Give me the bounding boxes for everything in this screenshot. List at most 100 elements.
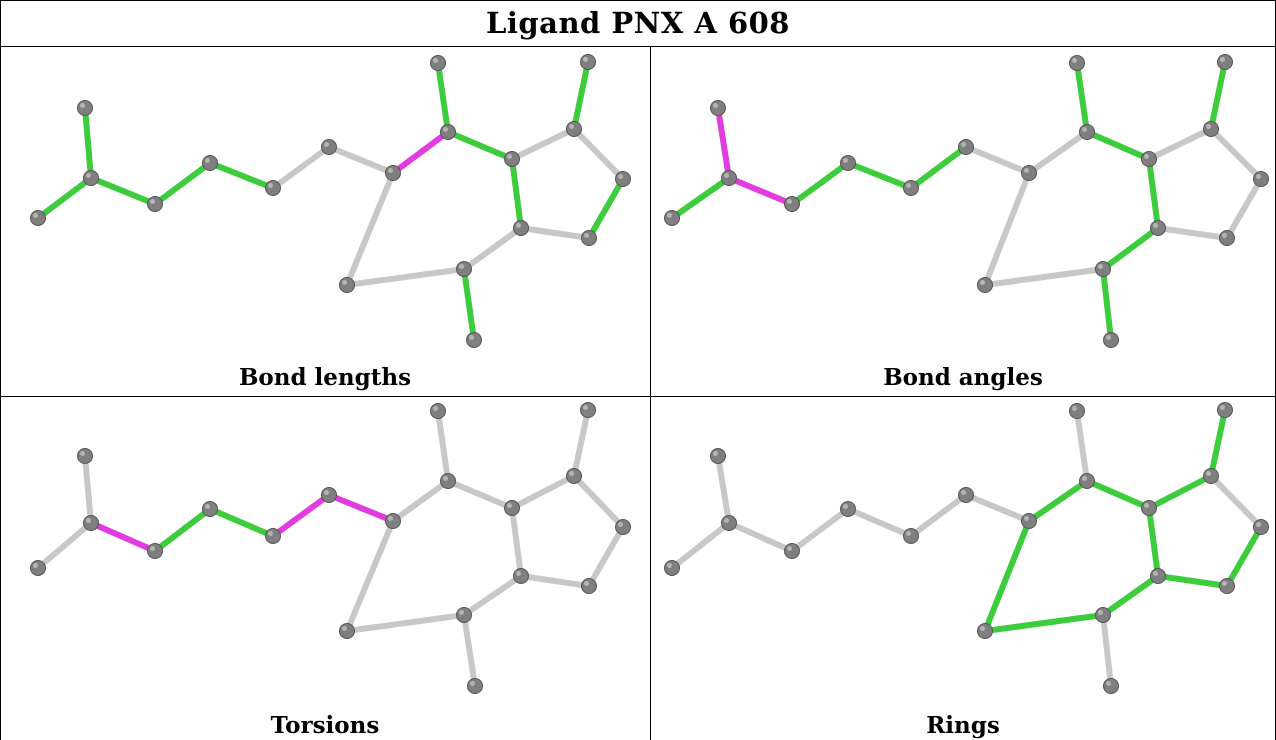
atom-18 (466, 332, 482, 348)
atom-highlight-14 (569, 471, 574, 476)
atom-highlight-1 (86, 173, 91, 178)
atom-highlight-16 (618, 522, 623, 527)
atom-highlight-3 (787, 199, 792, 204)
caption-torsions: Torsions (270, 711, 380, 739)
column-divider (650, 46, 651, 740)
atom-15 (580, 402, 596, 418)
atom-12 (1150, 568, 1166, 584)
atom-highlight-6 (324, 490, 329, 495)
atom-highlight-15 (583, 405, 588, 410)
bond-17-12 (1155, 225, 1230, 241)
atom-5 (265, 180, 281, 196)
atom-highlight-2 (713, 103, 718, 108)
bond-3-4 (789, 506, 851, 554)
atom-10 (1069, 403, 1085, 419)
atom-1 (721, 515, 737, 531)
atom-highlight-17 (584, 581, 589, 586)
bond-6-7 (326, 144, 396, 176)
atom-15 (1217, 402, 1233, 418)
atom-highlight-3 (787, 546, 792, 551)
atom-0 (664, 560, 680, 576)
atom-3 (147, 196, 163, 212)
bond-5-6 (270, 492, 332, 539)
atom-highlight-2 (80, 451, 85, 456)
panel-rings: Rings (651, 397, 1275, 740)
bond-14-16 (1208, 126, 1264, 182)
bond-7-9 (390, 478, 451, 524)
atom-highlight-13 (1098, 610, 1103, 615)
caption-bond-lengths: Bond lengths (238, 364, 412, 391)
bond-5-6 (908, 492, 969, 539)
atom-8 (977, 277, 993, 293)
atom-0 (30, 560, 46, 576)
bond-16-17 (1224, 524, 1264, 589)
bond-0-1 (35, 175, 94, 221)
atom-6 (321, 139, 337, 155)
bond-12-13 (461, 225, 524, 272)
bond-9-11 (445, 129, 515, 162)
atom-highlight-12 (516, 571, 521, 576)
atom-highlight-11 (1144, 503, 1149, 508)
bond-16-17 (586, 176, 626, 241)
atom-highlight-1 (724, 173, 729, 178)
bond-7-8 (344, 518, 396, 634)
atom-highlight-7 (1024, 168, 1029, 173)
atom-highlight-6 (324, 142, 329, 147)
atom-11 (504, 500, 520, 516)
header-divider (0, 46, 1276, 47)
atom-2 (710, 448, 726, 464)
atom-13 (1095, 607, 1111, 623)
atom-1 (721, 170, 737, 186)
atom-highlight-9 (443, 127, 448, 132)
bond-11-14 (1146, 473, 1214, 511)
bond-13-18 (1100, 266, 1114, 343)
atom-highlight-8 (342, 626, 347, 631)
atom-highlight-0 (33, 213, 38, 218)
atom-11 (1141, 151, 1157, 167)
atom-highlight-6 (961, 490, 966, 495)
atom-highlight-11 (507, 503, 512, 508)
bond-7-8 (982, 170, 1032, 288)
bond-9-10 (1074, 60, 1090, 135)
atom-17 (581, 230, 597, 246)
atom-9 (1079, 473, 1095, 489)
atom-highlight-13 (1098, 264, 1103, 269)
panel-bond-lengths: Bond lengths (1, 47, 649, 396)
atom-18 (1103, 332, 1119, 348)
atom-5 (903, 180, 919, 196)
bond-9-11 (1084, 129, 1152, 162)
bond-1-2 (82, 105, 94, 181)
atom-15 (1217, 54, 1233, 70)
atom-13 (456, 607, 472, 623)
atom-highlight-13 (459, 264, 464, 269)
bond-13-8 (982, 266, 1106, 288)
bond-17-12 (1155, 573, 1230, 589)
atom-highlight-11 (507, 154, 512, 159)
panel-bond-angles: Bond angles (651, 47, 1275, 396)
atom-13 (1095, 261, 1111, 277)
atom-12 (1150, 220, 1166, 236)
atom-2 (77, 100, 93, 116)
bond-11-14 (509, 126, 577, 162)
bond-14-16 (571, 126, 626, 182)
bond-13-18 (461, 612, 478, 689)
atom-highlight-6 (961, 142, 966, 147)
atom-17 (581, 578, 597, 594)
atom-highlight-10 (433, 406, 438, 411)
molecule-diagram-bond-angles (664, 54, 1269, 348)
bond-1-3 (88, 520, 158, 554)
atoms (30, 402, 631, 694)
atom-highlight-0 (667, 213, 672, 218)
atom-highlight-5 (906, 183, 911, 188)
atom-14 (566, 121, 582, 137)
bond-12-13 (461, 573, 524, 618)
atom-14 (566, 468, 582, 484)
bonds (35, 407, 626, 689)
bond-4-5 (845, 160, 914, 191)
atom-1 (83, 515, 99, 531)
bond-4-5 (207, 506, 276, 539)
atom-highlight-10 (1072, 406, 1077, 411)
caption-rings: Rings (926, 711, 1000, 739)
atom-0 (30, 210, 46, 226)
atom-highlight-4 (205, 158, 210, 163)
